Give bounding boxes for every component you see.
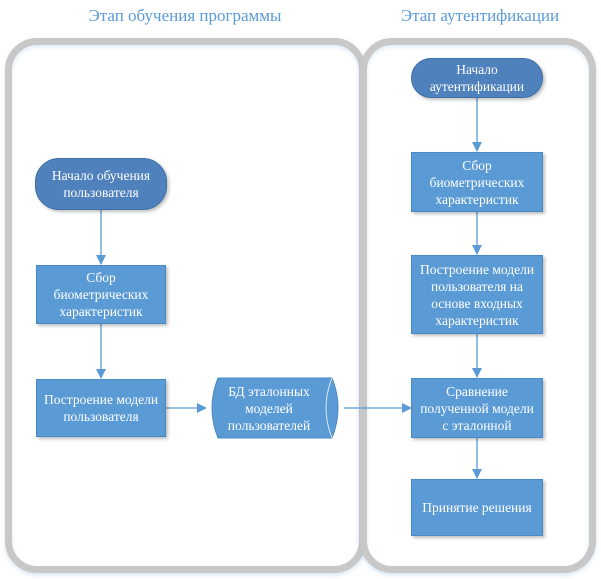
node-training-collect[interactable]: Сбор биометрических характеристик bbox=[36, 265, 166, 324]
db-shape bbox=[211, 377, 339, 439]
node-training-build-model[interactable]: Построение модели пользователя bbox=[36, 379, 166, 437]
node-compare[interactable]: Сравнение полученной модели с эталонной bbox=[411, 378, 543, 438]
node-auth-start-label: Начало аутентификации bbox=[429, 62, 525, 94]
lane-title-authentication: Этап аутентификации bbox=[400, 6, 560, 25]
node-auth-start[interactable]: Начало аутентификации bbox=[411, 58, 543, 98]
node-auth-build-model-label: Построение модели пользователя на основе… bbox=[419, 261, 535, 328]
node-auth-build-model[interactable]: Построение модели пользователя на основе… bbox=[411, 255, 543, 334]
node-compare-label: Сравнение полученной модели с эталонной bbox=[420, 383, 534, 433]
node-decision-label: Принятие решения bbox=[422, 500, 532, 515]
node-training-build-model-label: Построение модели пользователя bbox=[43, 392, 159, 424]
node-training-collect-label: Сбор биометрических характеристик bbox=[53, 270, 149, 319]
node-reference-db[interactable]: БД эталонных моделей пользователей bbox=[210, 378, 328, 438]
node-auth-collect[interactable]: Сбор биометрических характеристик bbox=[411, 152, 543, 212]
node-training-start-label: Начало обучения пользователя bbox=[51, 168, 151, 200]
node-decision[interactable]: Принятие решения bbox=[411, 479, 543, 536]
node-auth-collect-label: Сбор биометрических характеристик bbox=[429, 157, 525, 207]
lane-title-training: Этап обучения программы bbox=[88, 6, 282, 25]
node-reference-db-label: БД эталонных моделей пользователей bbox=[227, 383, 311, 433]
node-training-start[interactable]: Начало обучения пользователя bbox=[35, 158, 167, 210]
